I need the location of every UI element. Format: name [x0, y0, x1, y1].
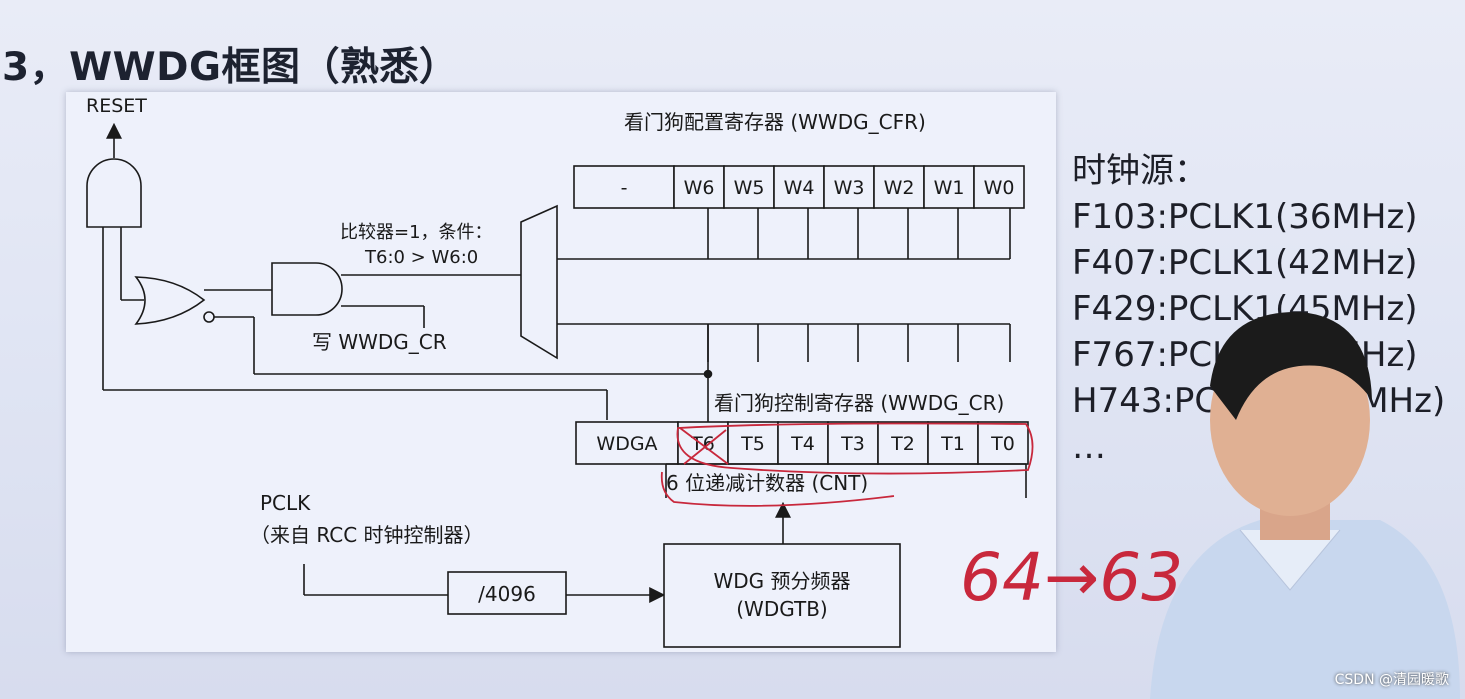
register-bit-label: T4	[790, 433, 815, 455]
reset-and-gate	[87, 159, 141, 227]
register-bit-label: W3	[834, 177, 865, 199]
prescaler-label-2: (WDGTB)	[736, 597, 828, 621]
cr-title: 看门狗控制寄存器 (WWDG_CR)	[714, 391, 1004, 415]
register-bit-label: W0	[984, 177, 1015, 199]
slide-title: 3，WWDG框图（熟悉）	[2, 36, 459, 92]
register-bit-label: W5	[734, 177, 765, 199]
comparator-label-1: 比较器=1，条件：	[340, 222, 493, 243]
write-cr-label: 写 WWDG_CR	[312, 330, 447, 354]
register-bit-label: W1	[934, 177, 965, 199]
register-bit-label: T3	[840, 433, 865, 455]
prescaler-box	[664, 544, 900, 647]
watermark: CSDN @清园暖歌	[1335, 669, 1449, 689]
or-gate	[136, 277, 204, 324]
prescaler-label-1: WDG 预分频器	[713, 569, 850, 593]
comparator-label-2: T6:0 > W6:0	[364, 247, 478, 268]
cfr-register: - W6 W5 W4 W3 W2 W1 W0	[574, 166, 1024, 208]
register-bit-label: T5	[740, 433, 765, 455]
register-bus-lines	[708, 208, 1010, 362]
register-bit-label: W6	[684, 177, 715, 199]
or-gate-invert-bubble	[204, 312, 214, 322]
cfr-title: 看门狗配置寄存器 (WWDG_CFR)	[624, 110, 926, 134]
clock-source-heading: 时钟源：	[1072, 148, 1464, 194]
clock-source-item: F407:PCLK1(42MHz)	[1072, 240, 1464, 286]
pclk-source-label: （来自 RCC 时钟控制器）	[250, 523, 484, 547]
clock-source-item: F103:PCLK1(36MHz)	[1072, 194, 1464, 240]
register-bit-label: -	[621, 177, 628, 199]
register-bit-label: WDGA	[596, 433, 657, 455]
reset-label: RESET	[86, 95, 147, 117]
register-bit-label: W2	[884, 177, 915, 199]
divider-label: /4096	[478, 582, 536, 606]
register-bit-label: T1	[940, 433, 965, 455]
counter-label: 6 位递减计数器 (CNT)	[666, 471, 868, 495]
comparator	[521, 206, 557, 358]
presenter-figure	[1140, 300, 1460, 699]
register-bit-label: W4	[784, 177, 815, 199]
compare-and-gate	[272, 263, 342, 315]
register-bit-label: T2	[890, 433, 915, 455]
pclk-label: PCLK	[260, 491, 311, 515]
register-bit-label: T0	[990, 433, 1015, 455]
